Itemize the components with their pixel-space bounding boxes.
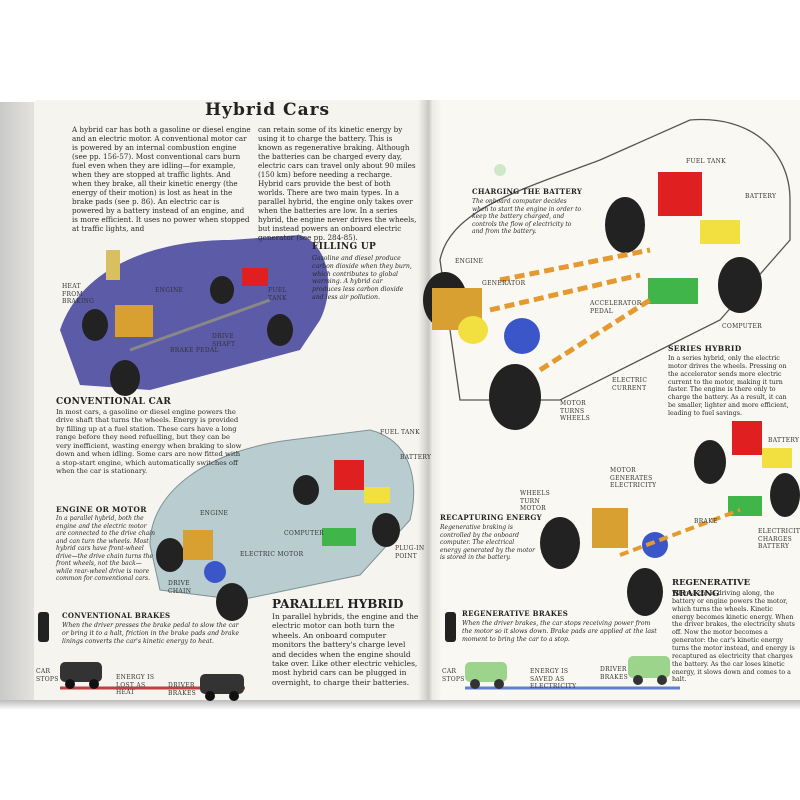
label-engine: Engine: [155, 287, 184, 294]
conventional-brakes-heading: Conventional Brakes: [62, 611, 171, 620]
label-fuel-tank-3: Fuel Tank: [686, 158, 726, 165]
strip-car-stops: Car Stops: [36, 668, 59, 683]
parallel-hybrid-heading: Parallel Hybrid: [272, 597, 404, 611]
charging-battery-text: The onboard computer decides when to sta…: [472, 198, 582, 235]
series-hybrid-text: In a series hybrid, only the electric mo…: [668, 355, 789, 418]
label-electric-motor: Electric Motor: [240, 551, 304, 558]
parallel-hybrid-illustration: [149, 429, 415, 621]
regenerative-brakes-text: When the driver brakes, the car stops re…: [462, 620, 657, 643]
label-accelerator-pedal: Accelerator Pedal: [590, 300, 642, 315]
traffic-light-icon: [38, 612, 49, 642]
label-fuel-tank-2: Fuel Tank: [380, 429, 420, 436]
car-silhouette-icon: [60, 662, 244, 701]
label-electric-current: Electric Current: [612, 377, 648, 392]
label-battery-3: Battery: [768, 437, 800, 444]
conventional-car-heading: Conventional Car: [56, 397, 172, 407]
engine-or-motor-heading: Engine or Motor: [56, 505, 147, 514]
label-battery-2: Battery: [745, 193, 777, 200]
conventional-car-text: In most cars, a gasoline or diesel engin…: [56, 408, 242, 476]
label-computer: Computer: [284, 530, 324, 537]
label-engine-3: Engine: [455, 258, 484, 265]
label-battery: Battery: [400, 454, 432, 461]
strip-driver-brakes-2: Driver Brakes: [600, 666, 629, 681]
label-wheels-turn-motor: Wheels Turn Motor: [520, 490, 551, 512]
conventional-brakes-text: When the driver presses the brake pedal …: [62, 622, 240, 645]
filling-up-text: Gasoline and diesel produce carbon dioxi…: [312, 255, 412, 301]
recapturing-energy-heading: Recapturing Energy: [440, 513, 542, 522]
strip-car-stops-2: Car Stops: [442, 668, 465, 683]
car-silhouette-icon: [465, 656, 670, 689]
regenerative-braking-text: When a car is driving along, the battery…: [672, 590, 795, 684]
label-drive-shaft: Drive Shaft: [212, 333, 236, 348]
label-brake-pedal: Brake Pedal: [170, 347, 219, 354]
charging-battery-heading: Charging the Battery: [472, 187, 583, 196]
strip-energy-saved: Energy is Saved as Electricity: [530, 668, 577, 690]
page-title: Hybrid Cars: [205, 100, 331, 120]
label-computer-2: Computer: [722, 323, 762, 330]
book-spine: [418, 100, 442, 710]
conventional-car-illustration: [60, 235, 329, 396]
strip-energy-lost: Energy is Lost as Heat: [116, 674, 155, 696]
series-hybrid-illustration: [423, 118, 791, 430]
engine-or-motor-text: In a parallel hybrid, both the engine an…: [56, 515, 155, 582]
parallel-hybrid-text: In parallel hybrids, the engine and the …: [272, 612, 419, 687]
label-motor-turns-wheels: Motor Turns Wheels: [560, 400, 591, 422]
label-heat-from-braking: Heat from Braking: [62, 283, 95, 305]
traffic-light-icon: [445, 612, 456, 642]
label-generator: Generator: [482, 280, 526, 287]
regenerative-braking-illustration: [540, 421, 800, 616]
series-hybrid-heading: Series Hybrid: [668, 344, 742, 353]
label-plug-in-point: Plug-in Point: [395, 545, 425, 560]
regenerative-braking-heading: Regenerative Braking: [672, 578, 751, 599]
label-drive-chain: Drive Chain: [168, 580, 192, 595]
book-bottom-shadow: [0, 700, 800, 710]
label-fuel-tank: Fuel Tank: [268, 287, 287, 302]
book-edge: [0, 102, 40, 708]
strip-driver-brakes: Driver Brakes: [168, 682, 197, 697]
label-engine-2: Engine: [200, 510, 229, 517]
label-motor-generates-electricity: Motor Generates Electricity: [610, 467, 657, 489]
intro-column-1: A hybrid car has both a gasoline or dies…: [72, 125, 251, 233]
filling-up-heading: Filling Up: [312, 242, 377, 252]
intro-column-2: can retain some of its kinetic energy by…: [258, 125, 417, 242]
regenerative-brakes-heading: Regenerative Brakes: [462, 609, 569, 618]
recapturing-energy-text: Regenerative braking is controlled by th…: [440, 524, 535, 561]
label-brake: Brake: [694, 518, 718, 525]
label-electricity-charges-battery: Electricity Charges Battery: [758, 528, 800, 550]
